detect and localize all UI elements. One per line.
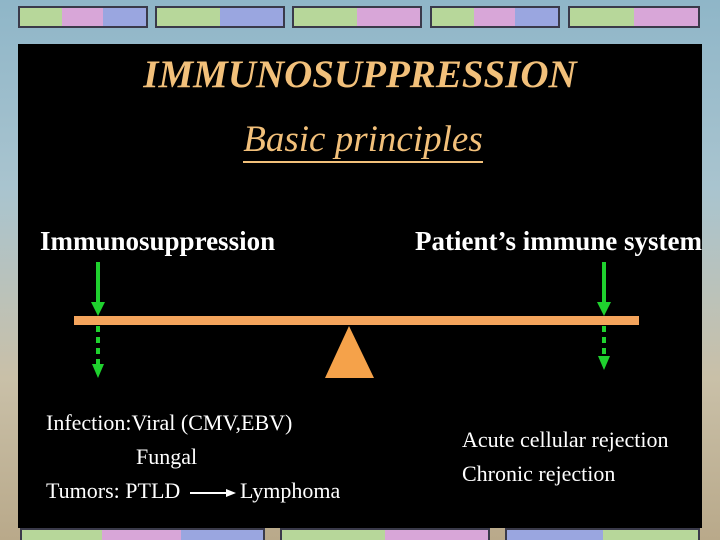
fungal-text: Fungal (136, 444, 197, 470)
fulcrum-triangle (325, 326, 374, 378)
infection-text: Infection:Viral (CMV,EBV) (46, 410, 292, 436)
balance-beam (74, 316, 639, 325)
chronic-rejection-text: Chronic rejection (462, 461, 615, 487)
right-push-arrowhead (597, 302, 611, 316)
tumors-text: Tumors: PTLD (46, 478, 180, 504)
lymphoma-text: Lymphoma (240, 478, 340, 504)
right-dashed-arrowhead (598, 356, 610, 370)
left-push-arrowhead (91, 302, 105, 316)
ptld-to-lymphoma-arrowhead (226, 489, 236, 497)
acute-rejection-text: Acute cellular rejection (462, 427, 668, 453)
left-dashed-arrowhead (92, 364, 104, 378)
